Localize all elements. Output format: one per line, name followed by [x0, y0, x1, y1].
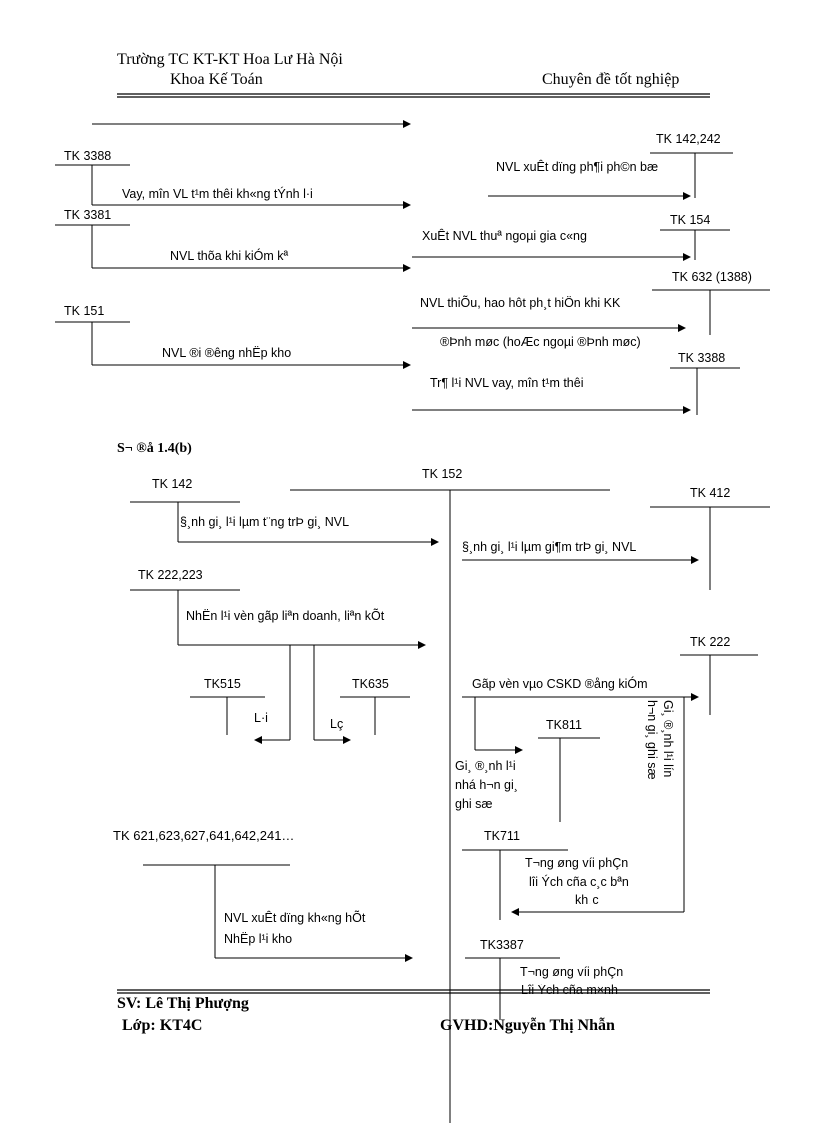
tk222-223-desc: NhËn l¹i vèn gãp liªn doanh, liªn kÕt: [186, 609, 385, 623]
tk3381-desc: NVL thõa khi kiÓm kª: [170, 249, 289, 263]
tk151-desc: NVL ®i ®­êng nhËp kho: [162, 346, 292, 360]
tk515-label: TK515: [204, 677, 241, 691]
tk-list-label: TK 621,623,627,641,642,241…: [113, 828, 295, 843]
tk632-desc-2: ®Þnh møc (hoÆc ngoµi ®Þnh møc): [440, 335, 641, 349]
student-name: SV: Lê Thị Phượng: [117, 995, 249, 1012]
vertical-desc-1: Gi¸ ®¸nh l¹i lín: [661, 700, 675, 778]
report-title: Chuyên đề tốt nghiệp: [542, 71, 680, 88]
tk811-label: TK811: [546, 718, 582, 732]
tk3381-label: TK 3381: [64, 208, 112, 222]
tk632-label: TK 632 (1388): [672, 270, 752, 284]
tk711-desc-2: lîi Ých cña c¸c bªn: [529, 875, 629, 889]
vertical-desc-2: h¬n gi¸ ghi sæ: [645, 700, 659, 780]
tk811-desc-1: Gi¸ ®¸nh l¹i: [455, 759, 516, 773]
tk-list-desc-2: NhËp l¹i kho: [224, 932, 293, 946]
tk635-label: TK635: [352, 677, 389, 691]
tk412-label: TK 412: [690, 486, 731, 500]
school-name: Trường TC KT-KT Hoa Lư Hà Nội: [117, 51, 343, 68]
tk632-desc-1: NVL thiÕu, hao hôt ph¸t hiÖn khi KK: [420, 296, 621, 310]
tk3387-desc-1: T­¬ng øng víi phÇn: [520, 965, 624, 979]
tk3388-right-desc: Tr¶ l¹i NVL vay, m­în t¹m thêi: [430, 376, 584, 390]
tk3388-desc: Vay, m­în VL t¹m thêi kh«ng tÝnh l·i: [122, 187, 313, 201]
tk154-label: TK 154: [670, 213, 711, 227]
section-title: S¬ ®å 1.4(b): [117, 441, 192, 456]
tk3387-desc-2: Lîi Ých cña m×nh: [521, 984, 618, 994]
tk412-desc: §¸nh gi¸ l¹i lµm gi¶m trÞ gi¸ NVL: [462, 540, 637, 554]
tk152-label: TK 152: [422, 467, 463, 481]
tk142-242-label: TK 142,242: [656, 132, 721, 146]
class-name: Lớp: KT4C: [122, 1017, 203, 1034]
tk142-242-desc: NVL xuÊt dïng ph¶i ph©n bæ: [496, 160, 659, 174]
tk151-label: TK 151: [64, 304, 105, 318]
tk3388-right-label: TK 3388: [678, 351, 726, 365]
tk142-desc: §¸nh gi¸ l¹i lµm t¨ng trÞ gi¸ NVL: [180, 515, 350, 529]
tk142-label: TK 142: [152, 477, 193, 491]
tk222-label: TK 222: [690, 635, 731, 649]
tk222-desc: Gãp vèn vµo CSKD ®ång kiÓm: [472, 677, 648, 691]
department-name: Khoa Kế Toán: [170, 71, 263, 88]
tk3388-label: TK 3388: [64, 149, 112, 163]
tk711-label: TK711: [484, 829, 520, 843]
tk711-desc-1: T­¬ng øng víi phÇn: [525, 856, 629, 870]
lo-label: Lç: [330, 717, 344, 731]
tk-list-desc-1: NVL xuÊt dïng kh«ng hÕt: [224, 911, 366, 925]
tk3387-label: TK3387: [480, 938, 524, 952]
tk811-desc-3: ghi sæ: [455, 797, 493, 811]
tk711-desc-3: kh¸c: [575, 894, 599, 904]
tk154-desc: XuÊt NVL thuª ngoµi gia c«ng: [422, 229, 587, 243]
supervisor-name: GVHD:Nguyễn Thị Nhẫn: [440, 1017, 615, 1034]
tk222-223-label: TK 222,223: [138, 568, 203, 582]
tk811-desc-2: nhá h¬n gi¸: [455, 778, 518, 792]
lai-label: L·i: [254, 711, 268, 725]
